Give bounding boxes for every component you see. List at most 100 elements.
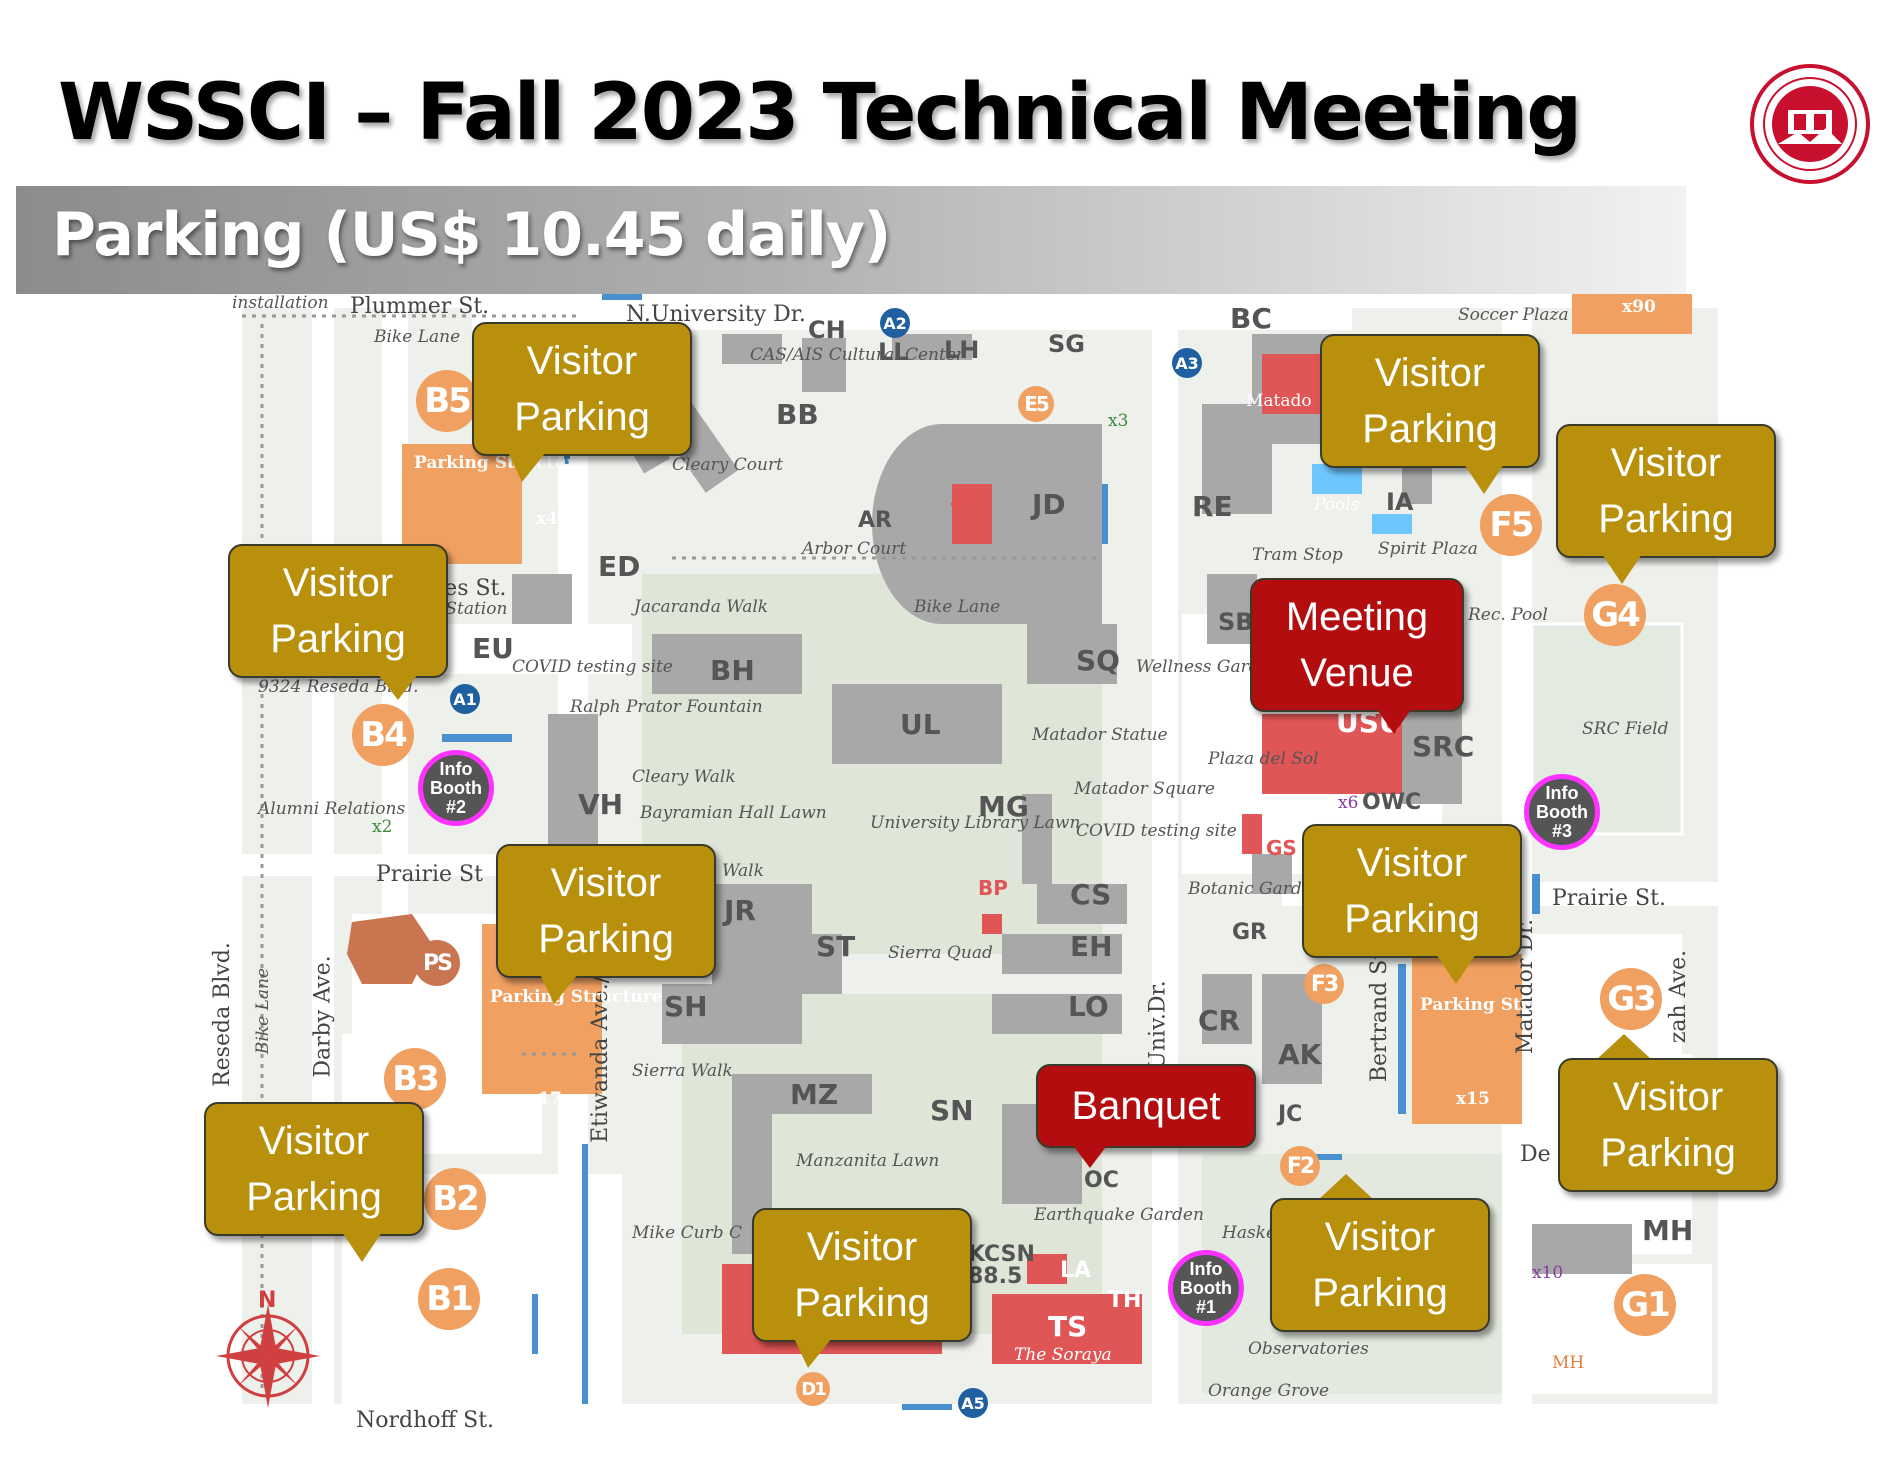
place-pools: Pools (1314, 495, 1360, 515)
visitor-parking-callout-b3: Visitor Parking (496, 844, 716, 978)
place-observatories: Observatories (1248, 1339, 1369, 1359)
building-bh: BH (710, 654, 755, 687)
place-soraya: The Soraya (1014, 1345, 1112, 1365)
building-ul: UL (900, 708, 941, 741)
building-gs: GS (1266, 836, 1297, 860)
place-matador-square: Matador Square (1074, 779, 1215, 799)
badge-x3: x3 (1108, 411, 1129, 431)
visitor-parking-callout-g3: Visitor Parking (1302, 824, 1522, 958)
place-walk: Walk (722, 861, 764, 881)
visitor-parking-callout-b4: Visitor Parking (228, 544, 448, 678)
street-etiwanda: Etiwanda Ave./W. (587, 950, 613, 1143)
building-mg: MG (978, 790, 1029, 823)
building-kcsn: KCSN 88.5 (968, 1242, 1035, 1289)
label-orange-grove: Orange Grove (1208, 1381, 1330, 1401)
street-darby: Darby Ave. (310, 955, 336, 1078)
visitor-parking-callout-f2: Visitor Parking (1270, 1198, 1490, 1332)
lot-b4: B4 (352, 704, 414, 766)
compass-icon (216, 1304, 320, 1408)
lot-g4: G4 (1584, 584, 1646, 646)
info-booth-1[interactable]: Info Booth #1 (1168, 1250, 1244, 1326)
subtitle-bar (16, 186, 1686, 294)
building-ia: IA (1386, 488, 1414, 516)
badge-x90: x90 (1622, 297, 1656, 317)
info-booth-3[interactable]: Info Booth #3 (1524, 774, 1600, 850)
place-soccer: Soccer Plaza (1458, 305, 1569, 325)
building-ak: AK (1278, 1038, 1322, 1071)
building-ch: CH (808, 316, 846, 344)
label-installation: installation (232, 294, 329, 313)
lot-e5: E5 (1018, 386, 1054, 422)
label-sierra-walk: Sierra Walk (632, 1061, 733, 1081)
lot-b1: B1 (418, 1268, 480, 1330)
building-cr: CR (1198, 1004, 1241, 1037)
badge-x10: x10 (1532, 1263, 1564, 1283)
callout-tail (540, 974, 578, 1004)
street-bertrand: Bertrand St (1367, 950, 1393, 1083)
callout-tail (1436, 954, 1476, 984)
place-covid-2: COVID testing site (1076, 821, 1237, 841)
badge-x6: x6 (1338, 793, 1359, 813)
place-ralph-prator: Ralph Prator Fountain (570, 697, 763, 717)
place-spirit-plaza: Spirit Plaza (1378, 539, 1478, 559)
visitor-parking-callout-b2: Visitor Parking (204, 1102, 424, 1236)
place-cleary-court: Cleary Court (672, 455, 783, 475)
street-nordhoff: Nordhoff St. (356, 1408, 495, 1433)
callout-tail (1318, 1174, 1374, 1200)
visitor-parking-callout-g3-east: Visitor Parking (1558, 1058, 1778, 1192)
callout-tail (794, 1338, 832, 1368)
building-ar: AR (858, 508, 892, 533)
street-prairie-east: Prairie St. (1552, 886, 1666, 911)
building-th: TH (1108, 1288, 1142, 1313)
building-st: ST (816, 930, 856, 963)
street-plummer: Plummer St. (350, 294, 490, 319)
place-alumni: Alumni Relations (258, 799, 406, 819)
street-reseda: Reseda Blvd. (209, 942, 235, 1087)
place-earthquake: Earthquake Garden (1034, 1205, 1204, 1225)
building-ll: LL (878, 338, 909, 366)
building-bc: BC (1230, 302, 1272, 335)
building-vh: VH (578, 788, 624, 821)
badge-a1: A1 (450, 684, 480, 714)
place-de: De (1520, 1142, 1551, 1167)
lot-f3: F3 (1304, 964, 1344, 1004)
building-ed: ED (598, 550, 641, 583)
building-bp: BP (978, 876, 1008, 900)
label-mike-curb: Mike Curb C (632, 1223, 742, 1243)
place-tram-stop: Tram Stop (1252, 545, 1343, 565)
building-sg: SG (1048, 330, 1085, 358)
visitor-parking-callout-f5: Visitor Parking (1320, 334, 1540, 468)
building-sb: SB (1218, 608, 1254, 636)
callout-tail (1596, 1034, 1652, 1060)
building-ja: JA (952, 482, 975, 506)
lot-g1: G1 (1614, 1274, 1676, 1336)
place-arbor-court: Arbor Court (802, 539, 907, 559)
building-mz: MZ (790, 1078, 839, 1111)
place-matador-statue: Matador Statue (1032, 725, 1168, 745)
label-cleary-walk: Cleary Walk (632, 767, 736, 787)
badge-a3: A3 (1172, 348, 1202, 378)
badge-x15: x15 (1456, 1089, 1490, 1109)
info-booth-2[interactable]: Info Booth #2 (418, 750, 494, 826)
university-seal-icon (1750, 64, 1870, 184)
building-jc: JC (1278, 1102, 1303, 1127)
place-botanic: Botanic Garden (1188, 879, 1323, 899)
building-lh: LH (944, 336, 980, 364)
building-mh: MH (1642, 1214, 1694, 1247)
building-owc: OWC (1362, 790, 1422, 815)
building-ts: TS (1048, 1310, 1088, 1343)
visitor-parking-callout-d1: Visitor Parking (752, 1208, 972, 1342)
building-cs: CS (1070, 878, 1112, 911)
badge-a2: A2 (880, 308, 910, 338)
meeting-venue-callout: Meeting Venue (1250, 578, 1464, 712)
building-la: LA (1060, 1258, 1092, 1283)
place-rec-pool: Rec. Pool (1468, 605, 1548, 625)
lot-b5: B5 (416, 370, 478, 432)
street-zah: zah Ave. (1666, 949, 1692, 1044)
lot-f2: F2 (1280, 1146, 1320, 1186)
building-lo: LO (1068, 990, 1109, 1023)
callout-tail (508, 452, 546, 482)
building-jr: JR (724, 894, 756, 927)
place-bayramian: Bayramian Hall Lawn (640, 803, 827, 823)
building-sn: SN (930, 1094, 974, 1127)
